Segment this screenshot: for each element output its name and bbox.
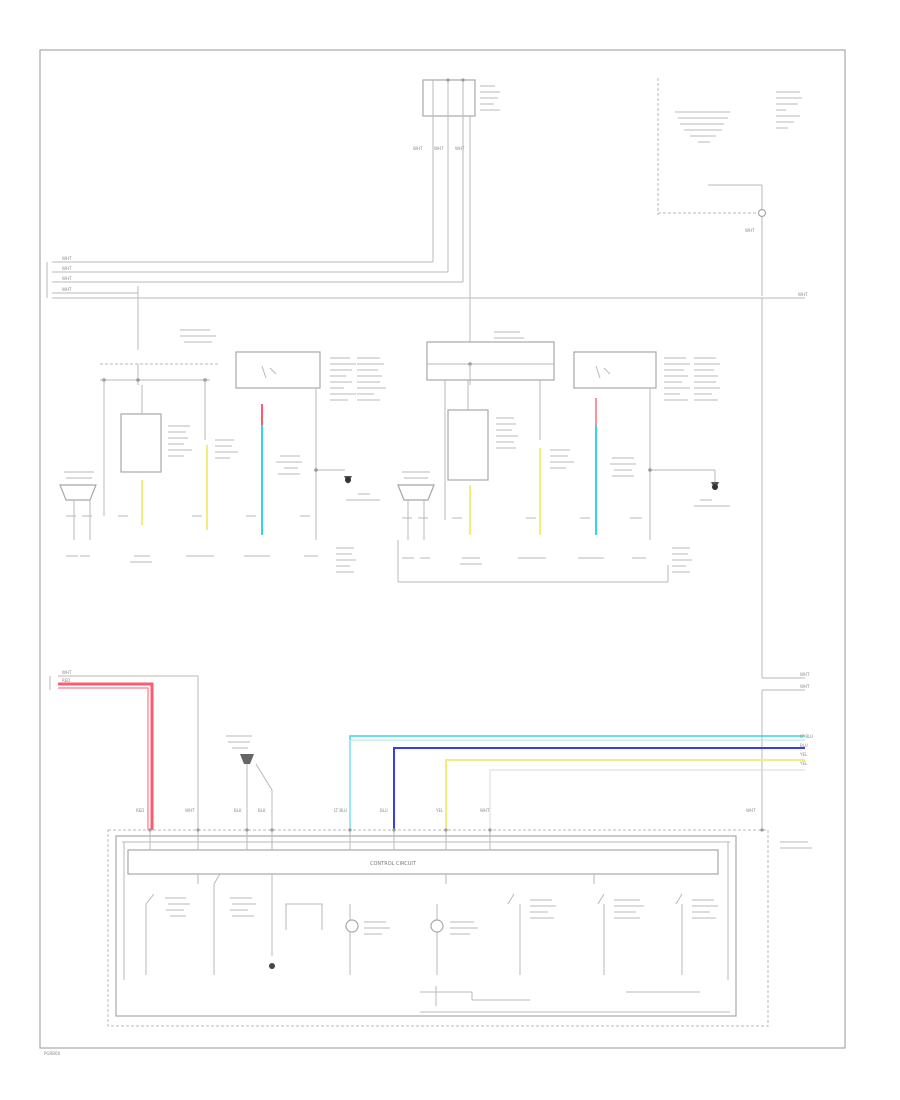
bus-wire-label-1: WHT (62, 256, 72, 261)
left-switch-assembly (59, 329, 386, 573)
right-switch-assembly (397, 331, 730, 583)
diagram-code: PGRB00 (44, 1051, 61, 1056)
right-wire-label-4: BLU (800, 743, 808, 748)
fuse-block: WHT WHT WHT (413, 78, 500, 350)
mid-left-wires: WHT RED (49, 670, 199, 830)
sensor-connector (226, 735, 273, 830)
top-bus: WHT WHT WHT WHT WHT (46, 256, 808, 350)
fuse-wire-label-2: WHT (434, 146, 444, 151)
mid-right-wires: WHT WHT LT BLU BLU YEL YEL (349, 298, 813, 830)
fuse-wire-label-3: WHT (455, 146, 465, 151)
controller-pin-5: LT BLU (334, 808, 347, 813)
controller-unit: CONTROL CIRCUIT RED WHT BLK BLK LT BLU B… (107, 808, 812, 1027)
controller-pin-9: WHT (746, 808, 756, 813)
controller-pin-1: RED (136, 808, 144, 813)
right-wire-label-1: WHT (800, 672, 810, 677)
right-wire-label-6: YEL (799, 761, 808, 766)
controller-pin-7: YEL (435, 808, 444, 813)
bus-wire-label-right: WHT (798, 292, 808, 297)
right-wire-label-5: YEL (799, 752, 808, 757)
right-wire-label-3: LT BLU (800, 734, 813, 739)
top-right-wire-label: WHT (745, 228, 755, 233)
controller-pin-4: BLK (258, 808, 266, 813)
right-wire-label-2: WHT (800, 684, 810, 689)
top-right-notes: WHT (657, 78, 802, 296)
bus-wire-label-2: WHT (62, 266, 72, 271)
controller-pin-3: BLK (234, 808, 242, 813)
bus-wire-label-4: WHT (62, 287, 72, 292)
controller-pin-2: WHT (185, 808, 195, 813)
control-circuit-label: CONTROL CIRCUIT (370, 861, 417, 867)
controller-pin-8: WHT (480, 808, 490, 813)
mid-left-wire-label-2: RED (62, 678, 70, 683)
controller-pin-6: BLU (380, 808, 388, 813)
mid-left-wire-label-1: WHT (62, 670, 72, 675)
bus-wire-label-3: WHT (62, 276, 72, 281)
fuse-wire-label-1: WHT (413, 146, 423, 151)
